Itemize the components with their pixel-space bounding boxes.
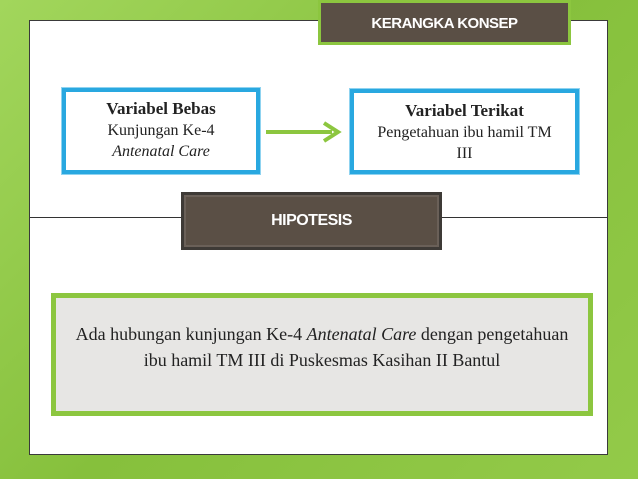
hypothesis-text-italic: Antenatal Care <box>306 324 417 344</box>
dependent-variable-line2: III <box>456 145 473 162</box>
hypothesis-text-part1: Ada hubungan kunjungan Ke-4 <box>75 324 307 344</box>
hypothesis-text-part3: dengan pengetahuan ibu hamil TM III di P… <box>143 324 569 370</box>
slide-title: KERANGKA KONSEP <box>318 0 571 45</box>
dependent-variable-heading: Variabel Terikat <box>405 101 524 120</box>
independent-variable-line1: Kunjungan Ke-4 <box>107 122 215 139</box>
right-arrow-icon <box>266 121 342 143</box>
hypothesis-box: Ada hubungan kunjungan Ke-4 Antenatal Ca… <box>51 293 593 416</box>
independent-variable-line2: Antenatal Care <box>112 143 210 160</box>
dependent-variable-box: Variabel Terikat Pengetahuan ibu hamil T… <box>350 89 579 174</box>
independent-variable-heading: Variabel Bebas <box>106 99 216 118</box>
hypothesis-label: HIPOTESIS <box>181 192 442 250</box>
dependent-variable-line1: Pengetahuan ibu hamil TM <box>377 124 552 141</box>
independent-variable-box: Variabel Bebas Kunjungan Ke-4 Antenatal … <box>62 88 260 174</box>
